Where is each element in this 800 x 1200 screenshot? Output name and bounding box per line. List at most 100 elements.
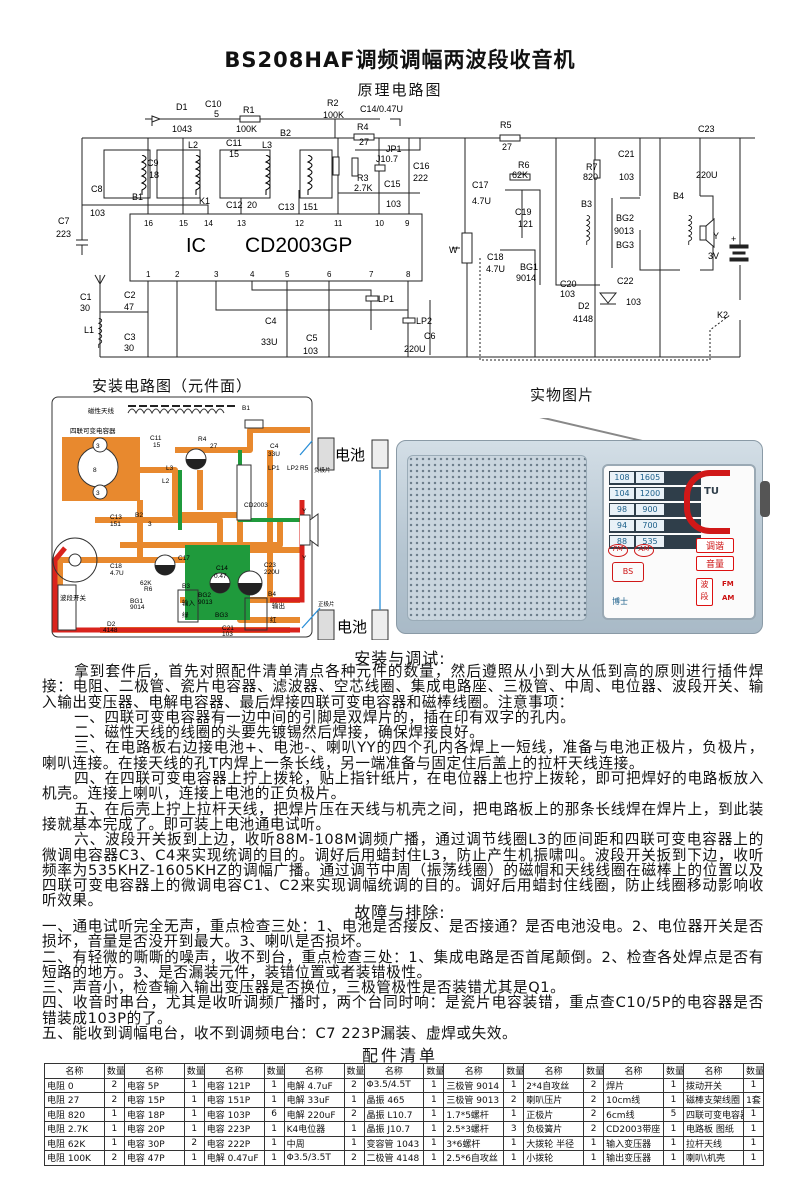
schematic-label: C10	[205, 99, 222, 109]
schematic-wires	[76, 118, 755, 361]
schematic-label: BG1	[520, 262, 538, 272]
schematic-label: 33U	[261, 337, 278, 347]
resistor-r6	[509, 173, 531, 181]
part-name: 焊片	[603, 1077, 664, 1093]
pcb-label: C4	[270, 443, 279, 450]
ic-pin-label: 6	[327, 270, 332, 279]
header-name: 名称	[443, 1063, 505, 1079]
schematic-label: 100K	[236, 124, 257, 134]
schematic-label: J10.7	[376, 154, 398, 164]
pcb-label: 磁性天线	[88, 406, 115, 415]
battery-label-bottom: 电池	[337, 619, 367, 636]
am-label: AM	[722, 594, 735, 602]
schematic-label: BG2	[616, 213, 634, 223]
schematic-label: 103	[386, 199, 401, 209]
part-qty: 1	[503, 1106, 525, 1122]
part-name: 电阻 100K	[44, 1150, 105, 1166]
parts-list-title: 配件清单	[361, 1046, 438, 1065]
faults-title: 故障与排除:	[354, 903, 446, 922]
tuning-knob[interactable]	[760, 481, 770, 517]
resistor-r7	[593, 159, 601, 179]
parts-table: 名称数量名称数量名称数量名称数量名称数量名称数量名称数量名称数量名称数量电阻 0…	[44, 1063, 764, 1166]
pcb-label: 波段开关	[60, 593, 87, 602]
part-qty: 2	[343, 1150, 365, 1166]
troubleshooting: 一、通电试听完全无声，重点检查三处：1、电池是否接反、是否接通？是否电池没电。2…	[42, 919, 764, 1041]
part-name: 负极簧片	[523, 1121, 585, 1137]
pcb-label: LP2	[287, 465, 299, 472]
schematic-label: R3	[357, 173, 369, 183]
part-name: 电阻 2.7K	[44, 1121, 105, 1137]
part-qty: 1	[183, 1121, 205, 1137]
filter-lp1	[365, 295, 379, 302]
part-name: 正极片	[523, 1106, 585, 1122]
header-qty: 数量	[343, 1063, 365, 1079]
crystal-j10-7	[374, 164, 386, 172]
part-name: 电容 5P	[123, 1077, 185, 1093]
part-name: 电路板 图纸	[683, 1121, 744, 1137]
schematic-label: C23	[698, 124, 715, 134]
pcb-label: 103	[222, 631, 233, 638]
header-qty: 数量	[183, 1063, 205, 1079]
part-name: 电容 151P	[203, 1092, 265, 1108]
header-qty: 数量	[583, 1063, 605, 1079]
install-paragraph: 二、磁性天线的线圈的头要先镀锡然后焊接，确保焊接良好。	[74, 724, 485, 742]
fault-paragraph: 三、声音小，检查输入输出变压器是否换位，三极管极性是否装错尤其是Q1。	[42, 979, 566, 997]
pcb-label: C14	[216, 565, 228, 572]
header-qty: 数量	[743, 1063, 764, 1079]
schematic-label: C8	[91, 184, 103, 194]
schematic-label: B3	[581, 199, 592, 209]
part-name: 电容 121P	[203, 1077, 265, 1093]
part-qty: 1	[663, 1077, 684, 1093]
part-qty: 1	[743, 1135, 764, 1151]
schematic-label: 4.7U	[472, 196, 491, 206]
part-name: 电阻 820	[44, 1106, 105, 1122]
pcb-label: 9014	[130, 604, 145, 611]
part-qty: 2	[103, 1092, 125, 1108]
part-name: 3*6螺杆	[443, 1135, 505, 1151]
part-name: 电容 103P	[203, 1106, 265, 1122]
pos-plate-label: 正极片	[318, 600, 335, 608]
pcb-label: 62K	[140, 580, 152, 587]
pcb-label: B3	[182, 583, 190, 590]
resistor-r3	[351, 157, 359, 177]
part-name: 电解 33uF	[283, 1092, 345, 1108]
schematic-label: 4148	[573, 314, 593, 324]
photo-title: 实物图片	[530, 386, 595, 404]
part-name: 大拨轮 半径	[523, 1135, 585, 1151]
ic-pin-label: 1	[146, 270, 151, 279]
resistor-r5	[499, 134, 521, 142]
schematic-label: C2	[124, 290, 136, 300]
part-qty: 1	[343, 1135, 365, 1151]
fm-frequency: 94	[610, 520, 634, 531]
schematic-label: C13	[278, 202, 295, 212]
part-name: 输出变压器	[603, 1150, 664, 1166]
schematic-label: B2	[280, 128, 291, 138]
schematic-label: 103	[626, 297, 641, 307]
part-qty: 1	[663, 1135, 684, 1151]
ic-pin-label: 8	[406, 270, 411, 279]
pcb-label: L2	[162, 478, 170, 485]
part-qty: 1	[183, 1106, 205, 1122]
bs-logo: BS	[612, 562, 644, 582]
part-qty: 1	[103, 1135, 125, 1151]
ic-pin-label: 14	[204, 219, 213, 228]
part-name: 晶振 L10.7	[363, 1106, 425, 1122]
diode-d2	[598, 292, 618, 305]
am-logo: AM	[634, 544, 654, 557]
ic-socket	[236, 464, 252, 521]
schematic-label: W	[449, 245, 458, 255]
schematic-label: C9	[147, 158, 159, 168]
schematic-label: 5	[214, 109, 219, 119]
ic-pin-label: 7	[369, 270, 374, 279]
part-qty: 1	[743, 1121, 764, 1137]
pcb-label: 0.47	[214, 573, 227, 580]
part-qty: 1	[423, 1135, 445, 1151]
part-qty: 1	[423, 1106, 445, 1122]
